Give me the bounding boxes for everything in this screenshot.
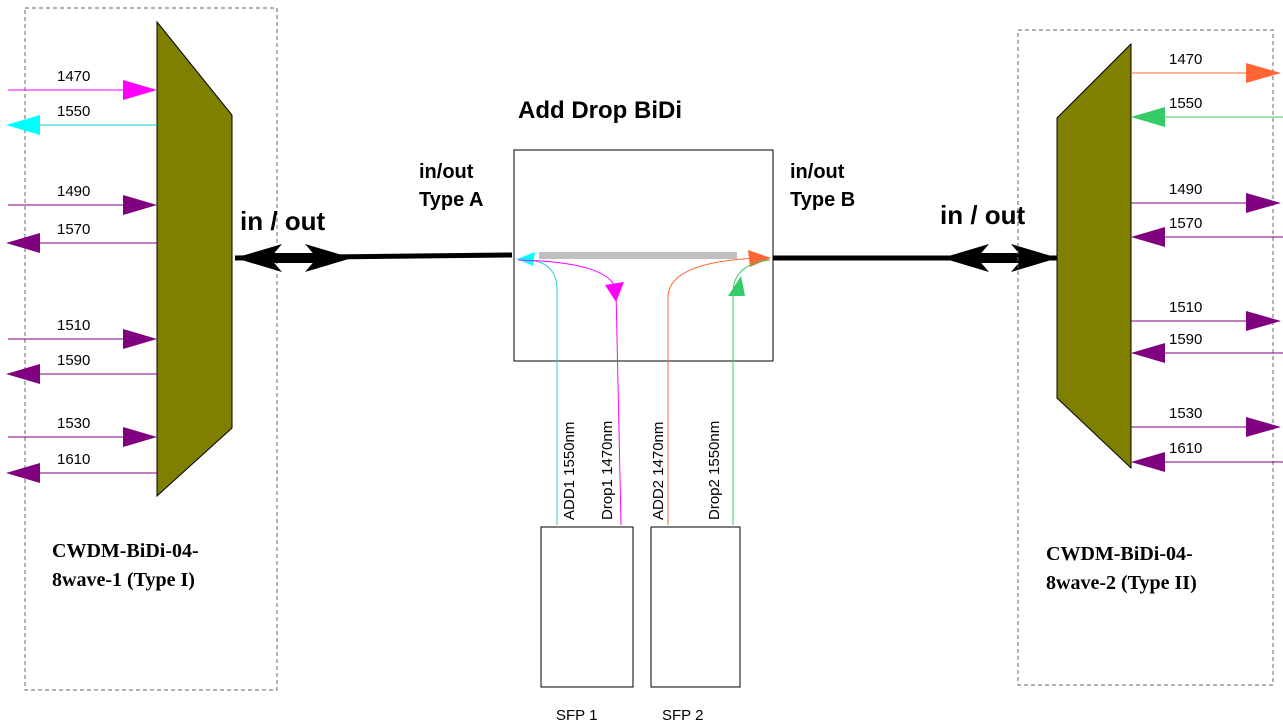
right-channel-label: 1550 bbox=[1169, 95, 1202, 112]
right-module-name-line1: CWDM-BiDi-04- bbox=[1046, 543, 1193, 565]
sfp1-box bbox=[540, 526, 634, 688]
right-channel-label: 1570 bbox=[1169, 215, 1202, 232]
left-channel-label: 1570 bbox=[57, 221, 90, 238]
port-a-line1: in/out bbox=[419, 161, 474, 183]
right-module-name-line2: 8wave-2 (Type II) bbox=[1046, 572, 1197, 594]
sfp1-label: SFP 1 bbox=[556, 707, 597, 724]
port-b-line2: Type B bbox=[790, 189, 855, 211]
left-trunk-fiber bbox=[234, 244, 513, 272]
right-channel-label: 1530 bbox=[1169, 405, 1202, 422]
right-trunk-fiber bbox=[773, 244, 1058, 272]
right-mux-shape bbox=[1056, 42, 1132, 470]
right-channel-labels: 1470 1550 1490 1570 1510 1590 1530 1610 bbox=[1169, 51, 1202, 457]
left-module-name-line1: CWDM-BiDi-04- bbox=[52, 540, 199, 562]
left-channel-label: 1510 bbox=[57, 317, 90, 334]
right-channel-label: 1470 bbox=[1169, 51, 1202, 68]
port-b-line1: in/out bbox=[790, 161, 845, 183]
fiber-label-add1: ADD1 1550nm bbox=[561, 422, 578, 520]
right-channel-lines bbox=[1131, 63, 1283, 472]
left-channel-label: 1530 bbox=[57, 415, 90, 432]
left-mux-shape bbox=[156, 20, 233, 498]
sfp2-label: SFP 2 bbox=[662, 707, 703, 724]
diagram-title: Add Drop BiDi bbox=[518, 97, 682, 124]
left-channel-label: 1610 bbox=[57, 451, 90, 468]
left-channel-label: 1590 bbox=[57, 352, 90, 369]
left-channel-label: 1470 bbox=[57, 68, 90, 85]
right-channel-label: 1510 bbox=[1169, 299, 1202, 316]
sfp2-box bbox=[650, 526, 741, 688]
internal-fibers bbox=[517, 250, 771, 526]
filter-bar bbox=[539, 252, 737, 259]
right-inout-label: in / out bbox=[940, 200, 1026, 230]
right-module-frame bbox=[1017, 29, 1274, 686]
fiber-label-add2: ADD2 1470nm bbox=[650, 422, 667, 520]
left-channel-label: 1490 bbox=[57, 183, 90, 200]
left-module-frame bbox=[24, 7, 278, 691]
left-channel-lines bbox=[6, 80, 157, 483]
left-channel-labels: 1470 1550 1490 1570 1510 1590 1530 1610 bbox=[57, 68, 90, 468]
right-channel-label: 1590 bbox=[1169, 331, 1202, 348]
fiber-label-drop1: Drop1 1470nm bbox=[599, 421, 616, 520]
port-a-line2: Type A bbox=[419, 189, 483, 211]
right-channel-label: 1490 bbox=[1169, 181, 1202, 198]
left-module-name-line2: 8wave-1 (Type I) bbox=[52, 569, 195, 591]
right-channel-label: 1610 bbox=[1169, 440, 1202, 457]
fiber-label-drop2: Drop2 1550nm bbox=[706, 421, 723, 520]
left-inout-label: in / out bbox=[240, 206, 326, 236]
left-channel-label: 1550 bbox=[57, 103, 90, 120]
